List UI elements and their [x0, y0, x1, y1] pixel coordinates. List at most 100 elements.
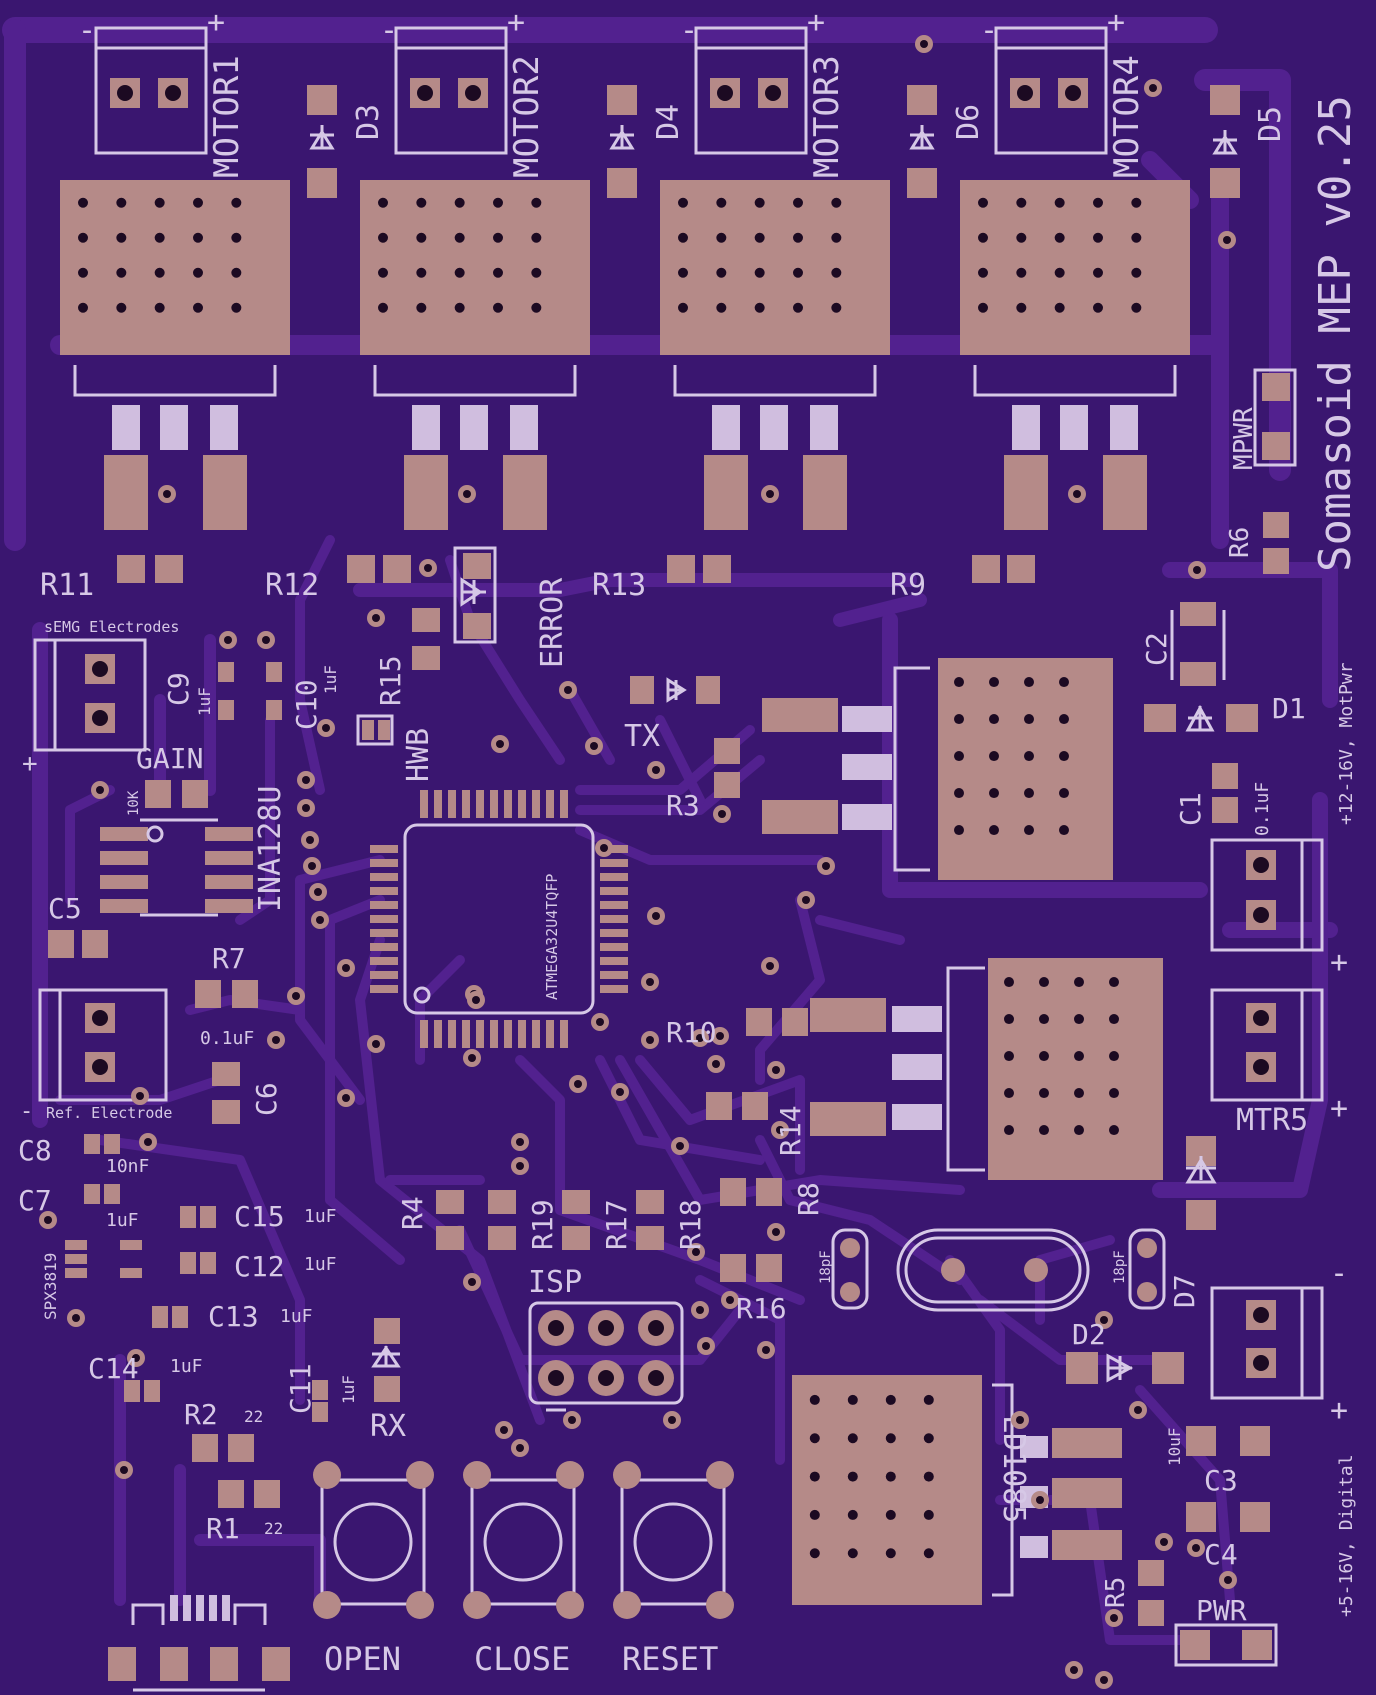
via-hole [716, 1032, 724, 1040]
ref-c14: C14 [88, 1352, 139, 1385]
thermal-hole [231, 232, 242, 243]
thermal-hole [1093, 267, 1103, 278]
thermal-hole [1054, 232, 1065, 243]
thermal-hole [716, 267, 727, 278]
ref-c7: C7 [18, 1184, 52, 1217]
usb-connector [108, 1595, 290, 1692]
motor4-label: MOTOR4 [1107, 55, 1147, 178]
value-c13: 1uF [280, 1306, 313, 1327]
drill-hole [165, 85, 181, 101]
r9-label: R9 [890, 568, 926, 603]
drill-hole [1253, 907, 1269, 923]
r11-label: R11 [40, 568, 94, 603]
crystal [831, 1228, 1166, 1312]
label-isp: ISP [528, 1265, 582, 1300]
thermal-hole [1093, 302, 1103, 313]
label-reset[interactable]: RESET [622, 1640, 718, 1678]
polarity-plus: + [507, 5, 525, 40]
drill-hole [717, 85, 733, 101]
via-hole [1193, 566, 1201, 574]
thermal-hole [809, 1509, 820, 1520]
via-hole [652, 912, 660, 920]
thermal-hole [954, 825, 964, 836]
thermal-hole [1016, 197, 1027, 208]
label-pwr: PWR [1196, 1594, 1247, 1627]
thermal-hole [116, 302, 127, 313]
mcu-pin [370, 957, 398, 965]
mcu-pin [434, 790, 442, 818]
ref-c1: C1 [1174, 792, 1207, 826]
thermal-hole [116, 267, 127, 278]
via-hole [726, 1296, 734, 1304]
thermal-hole [678, 232, 688, 243]
label-rx: RX [370, 1409, 406, 1444]
via-hole [342, 964, 350, 972]
isp-drill-hole [598, 1320, 614, 1336]
via-hole [616, 1088, 624, 1096]
ref-r2: R2 [184, 1398, 218, 1431]
mosfet-tab-1 [60, 180, 290, 355]
value-10k: 10K [126, 790, 142, 816]
value-18pf-right: 18pF [1112, 1250, 1128, 1284]
via-hole [696, 1034, 704, 1042]
via-hole [322, 724, 330, 732]
thermal-hole [923, 1471, 934, 1482]
drill-hole [765, 85, 781, 101]
via-hole [316, 916, 324, 924]
thermal-hole [1059, 751, 1069, 762]
thermal-hole [989, 714, 999, 725]
thermal-hole [531, 232, 542, 243]
r12-label: R12 [265, 568, 319, 603]
thermal-hole [954, 714, 964, 725]
mcu-pin [434, 1020, 442, 1048]
via-hole [776, 1126, 784, 1134]
thermal-hole [1024, 788, 1034, 799]
polarity-minus: - [1330, 1256, 1348, 1291]
thermal-hole [154, 267, 165, 278]
value-r2: 22 [244, 1407, 263, 1426]
mcu-pin [370, 915, 398, 923]
via-hole [72, 1314, 80, 1322]
button-reset[interactable] [613, 1461, 734, 1619]
thermal-hole [454, 232, 465, 243]
label-open[interactable]: OPEN [324, 1640, 401, 1678]
thermal-hole [1024, 677, 1034, 688]
via-hole [564, 686, 572, 694]
polarity-plus: + [1330, 1091, 1348, 1126]
ref-c5: C5 [48, 892, 82, 925]
via-hole [1073, 490, 1081, 498]
thermal-hole [1059, 714, 1069, 725]
mcu-pin [490, 1020, 498, 1048]
via-hole [590, 742, 598, 750]
via-hole [1100, 1676, 1108, 1684]
isp-drill-hole [648, 1370, 664, 1386]
thermal-hole [416, 197, 427, 208]
via-hole [496, 740, 504, 748]
mcu-label: ATMEGA32U4TQFP [543, 874, 561, 1000]
button-open[interactable] [313, 1461, 434, 1619]
thermal-hole [78, 302, 88, 313]
mcu-pins [370, 790, 628, 1048]
mcu-pin [600, 957, 628, 965]
thermal-hole [378, 232, 388, 243]
via-hole [314, 888, 322, 896]
label-mtr5: MTR5 [1236, 1103, 1308, 1138]
mcu-pin [462, 1020, 470, 1048]
label-close[interactable]: CLOSE [474, 1640, 570, 1678]
thermal-hole [809, 1394, 820, 1405]
thermal-hole [378, 302, 388, 313]
button-close[interactable] [463, 1461, 584, 1619]
thermal-hole [847, 1509, 858, 1520]
drill-hole [1253, 857, 1269, 873]
thermal-hole [493, 302, 503, 313]
ref-c10: C10 [290, 679, 323, 730]
mcu-pin [370, 985, 398, 993]
thermal-hole [1039, 1125, 1049, 1136]
via-hole [668, 1416, 676, 1424]
drill-hole [465, 85, 481, 101]
thermal-hole [831, 232, 842, 243]
thermal-hole [531, 267, 542, 278]
thermal-hole [193, 302, 203, 313]
thermal-hole [116, 232, 127, 243]
mcu-pin [546, 790, 554, 818]
